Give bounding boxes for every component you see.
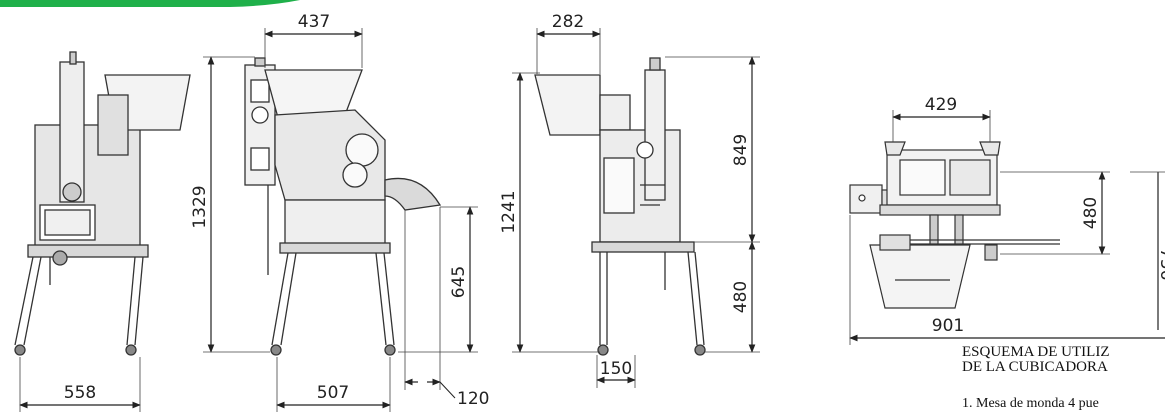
caption-title-line1: ESQUEMA DE UTILIZ [962,344,1110,360]
dim-282: 282 [536,12,601,74]
dim-label-849: 849 [731,134,751,166]
dim-label-756: 756 [1156,248,1165,280]
dim-645: 645 [398,206,478,353]
back-view-machine [534,57,706,356]
dim-label-507: 507 [317,383,349,403]
usage-scheme-drawing [849,141,1060,309]
dim-756: 756 [1130,171,1165,330]
dim-150: 150 [596,355,636,388]
dim-1329: 1329 [190,56,270,353]
dim-507: 507 [276,357,391,412]
caption-title-line2: DE LA CUBICADORA [962,359,1108,375]
green-header-bar [0,0,300,7]
dim-label-558: 558 [64,383,96,403]
dim-label-480-back: 480 [731,281,751,313]
front-view-machine [14,51,191,356]
dim-429: 429 [892,95,991,142]
dim-437: 437 [264,12,363,68]
dim-1241: 1241 [499,72,600,353]
caption-list-item-1: 1. Mesa de monda 4 pue [962,396,1099,411]
dim-label-1241: 1241 [499,190,519,233]
dim-label-429: 429 [925,95,957,115]
dim-901: 901 [849,215,1165,345]
dim-label-901: 901 [932,316,964,336]
dim-label-282: 282 [552,12,584,32]
dim-480-back: 480 [704,241,760,353]
dim-120: 120 [404,207,489,409]
dim-label-150: 150 [600,359,632,379]
dim-label-480-scheme: 480 [1081,197,1101,229]
dim-label-437: 437 [298,12,330,32]
dim-558: 558 [19,357,141,412]
dim-label-120: 120 [457,389,489,409]
dim-480-scheme: 480 [1000,171,1110,255]
dim-label-645: 645 [449,266,469,298]
side-view-machine [244,57,442,356]
dim-label-1329: 1329 [190,185,210,228]
